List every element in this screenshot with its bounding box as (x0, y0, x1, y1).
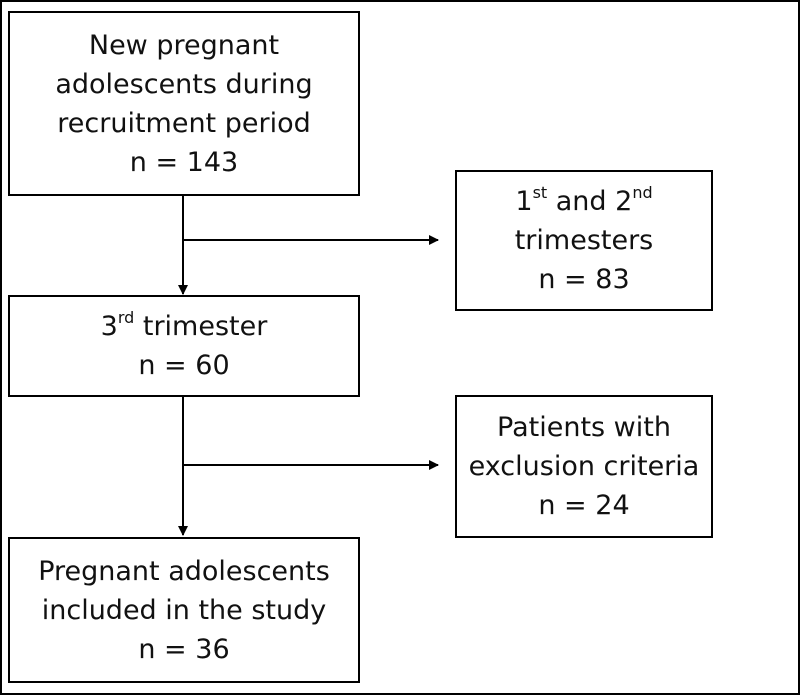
box-first-second-line2: trimesters (514, 225, 654, 256)
box-included-line2: included in the study (41, 594, 327, 626)
box-third-count: n = 60 (138, 350, 230, 381)
box-exclusion-criteria: Patients with exclusion criteria n = 24 (455, 395, 713, 538)
box-new-pregnant-line2: adolescents during (55, 68, 313, 100)
box-exclusion-count: n = 24 (538, 490, 630, 521)
box-first-second-count: n = 83 (538, 264, 630, 295)
box-new-pregnant-line3: recruitment period (57, 107, 311, 139)
box-included-count: n = 36 (138, 633, 230, 665)
box-new-pregnant-count: n = 143 (129, 146, 239, 178)
box-exclusion-line1: Patients with (497, 412, 671, 443)
box-third-line1: 3rd trimester (100, 308, 268, 343)
box-first-second-line1: 1st and 2nd (515, 183, 653, 218)
box-exclusion-line2: exclusion criteria (468, 451, 700, 482)
box-new-pregnant-adolescents: New pregnant adolescents during recruitm… (8, 11, 360, 196)
box-first-second-trimesters: 1st and 2nd trimesters n = 83 (455, 170, 713, 311)
box-included-line1: Pregnant adolescents (38, 555, 330, 587)
box-new-pregnant-line1: New pregnant (88, 29, 280, 61)
box-third-trimester: 3rd trimester n = 60 (8, 295, 360, 397)
box-included-in-study: Pregnant adolescents included in the stu… (8, 537, 360, 683)
